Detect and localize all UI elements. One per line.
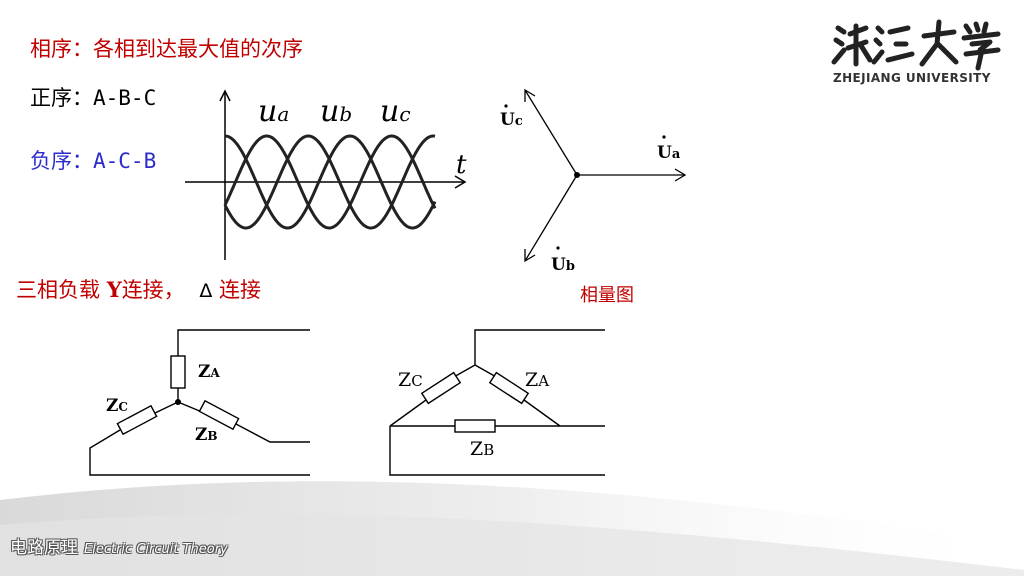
phasor-ub-arrow <box>524 249 536 263</box>
course-name-cn: 电路原理 <box>10 538 78 558</box>
y-wire-node-b <box>177 401 203 413</box>
course-footer: 电路原理 Electric Circuit Theory <box>10 533 228 558</box>
y-resistor-za <box>170 355 186 389</box>
load-y-suffix: 连接， <box>121 278 185 302</box>
positive-sequence-prefix: 正序： <box>30 86 93 110</box>
phasor-uc-arrow <box>524 88 536 102</box>
phasor-ub-dot <box>556 246 560 250</box>
negative-sequence-value: A-C-B <box>93 149 157 173</box>
y-line-b <box>235 423 310 443</box>
phasor-diagram-caption: 相量图 <box>580 285 634 306</box>
negative-sequence-line: 负序：A-C-B <box>30 145 156 175</box>
y-line-a <box>177 329 310 356</box>
phasor-diagram: Uc Ua Ub <box>500 88 687 275</box>
y-wire-node-c <box>154 401 179 414</box>
phase-sequence-title: 相序：各相到达最大值的次序 <box>30 37 303 61</box>
y-label-za: ZA <box>198 362 220 382</box>
delta-label-za: ZA <box>525 369 549 391</box>
y-label-zc: ZC <box>106 396 128 416</box>
phasor-ua-dot <box>662 135 666 139</box>
phasor-ua-arrow <box>674 168 687 182</box>
delta-wire-za-right <box>523 399 561 427</box>
load-y-letter: Y <box>106 277 122 302</box>
positive-sequence-value: A-B-C <box>93 86 157 110</box>
label-uc: uc <box>380 94 411 129</box>
delta-symbol: Δ <box>199 280 213 302</box>
phasor-uc-dot <box>504 104 508 108</box>
waveform-y-arrow <box>219 89 231 102</box>
y-resistor-zc <box>116 404 158 436</box>
y-resistor-zb <box>198 399 240 431</box>
delta-label-zc: ZC <box>398 369 423 391</box>
phasor-ub-line <box>524 174 578 262</box>
label-ua: ua <box>258 94 289 129</box>
y-line-c <box>89 429 310 476</box>
y-connection-circuit: ZA ZB ZC <box>89 329 310 476</box>
three-phase-waveform: ua ub uc t <box>185 89 467 260</box>
waveform-x-arrow <box>454 175 467 189</box>
zju-calligraphy-logo <box>831 19 1001 71</box>
wave-ub <box>223 134 437 230</box>
wave-uc <box>223 134 436 230</box>
zju-english-name: ZHEJIANG UNIVERSITY <box>833 71 991 85</box>
delta-connection-circuit: ZC ZA ZB <box>389 329 605 476</box>
delta-wire-zc-left <box>389 399 427 427</box>
load-delta-suffix: 连接 <box>212 278 262 302</box>
negative-sequence-prefix: 负序： <box>30 149 93 173</box>
phasor-label-ua: Ua <box>657 143 681 163</box>
three-phase-load-line: 三相负载 Y连接， Δ 连接 <box>16 274 261 304</box>
delta-resistor-zc <box>420 371 462 405</box>
delta-line-a <box>474 329 605 365</box>
phasor-label-uc: Uc <box>500 110 523 130</box>
label-t: t <box>456 150 467 180</box>
delta-resistor-za <box>488 371 530 405</box>
load-prefix: 三相负载 <box>16 278 107 302</box>
label-ub: ub <box>320 94 352 129</box>
course-name-en: Electric Circuit Theory <box>84 542 228 557</box>
delta-label-zb: ZB <box>470 438 494 460</box>
phasor-uc-line <box>524 89 578 176</box>
phasor-label-ub: Ub <box>551 255 575 275</box>
y-label-zb: ZB <box>195 425 218 445</box>
delta-line-c <box>389 426 605 476</box>
positive-sequence-line: 正序：A-B-C <box>30 82 156 112</box>
delta-resistor-zb <box>454 419 496 433</box>
